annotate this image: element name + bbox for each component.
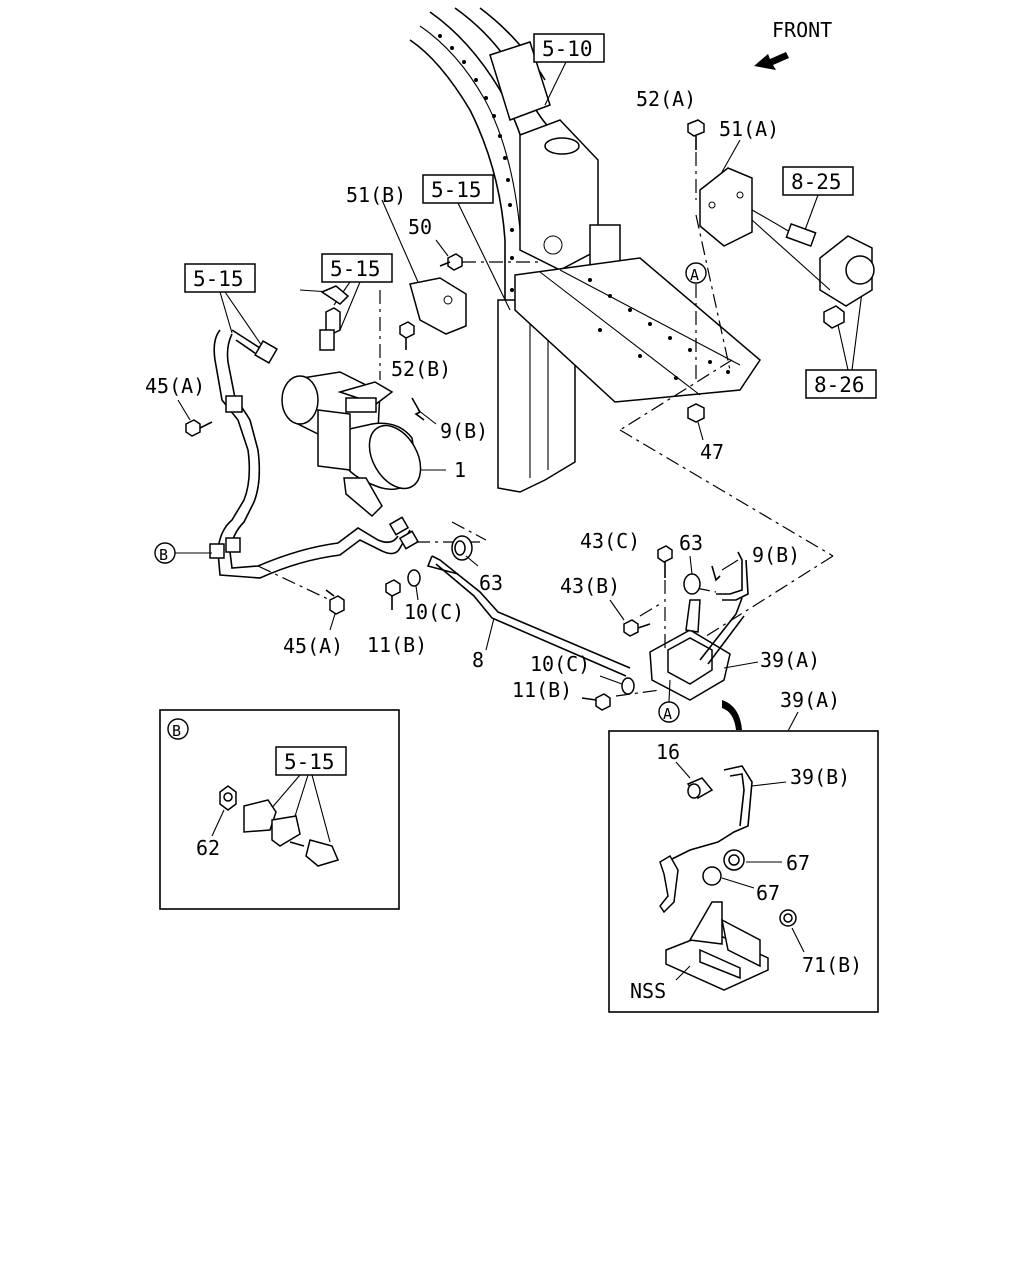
label-9b-top: 9(B) [440,419,488,443]
label-45a-bottom: 45(A) [283,634,343,658]
clip-9b-right [711,559,739,582]
label-67-upper: 67 [786,851,810,875]
label-10c-left: 10(C) [404,600,464,624]
marker-a-bottom: A [658,679,680,723]
label-11b-left: 11(B) [367,633,427,657]
ref-box-5-10[interactable]: 5-10 [533,33,605,106]
washer-10c-right [599,675,635,695]
nut-47 [687,403,705,441]
label-11b-right: 11(B) [512,678,572,702]
bolt-45a-top [177,399,213,437]
label-8: 8 [472,648,484,672]
ref-box-8-26[interactable]: 8-26 [805,291,877,399]
clip-9b-top [411,397,437,425]
ref-box-label: 8-26 [814,373,865,397]
bracket-39a [649,551,759,701]
label-62: 62 [196,836,220,860]
heater-unit-1 [281,371,446,518]
front-label: FRONT [772,18,832,42]
bolt-11b-left [385,579,401,610]
ref-box-8-25[interactable]: 8-25 [782,166,854,231]
label-50: 50 [408,215,432,239]
coolant-pipes [209,329,420,579]
detail-pointer-icon [722,700,742,730]
marker-label: A [690,266,699,284]
label-39a: 39(A) [760,648,820,672]
bolt-52a [687,119,731,371]
label-71b: 71(B) [802,953,862,977]
ref-box-5-15-left[interactable]: 5-15 [184,263,263,347]
bushing-63-right [683,555,701,595]
detail-box-b: B 5-15 [159,709,400,910]
switch-8-25 [751,209,875,329]
label-52a: 52(A) [636,87,696,111]
bolt-43c [657,545,673,650]
label-45a-top: 45(A) [145,374,205,398]
ref-box-label: 5-15 [284,750,335,774]
ref-box-label: 5-15 [193,267,244,291]
label-52b: 52(B) [391,357,451,381]
washer-10c-left [407,569,421,601]
label-43c: 43(C) [580,529,640,553]
label-63-left: 63 [479,571,503,595]
marker-label: B [159,546,168,564]
label-nss: NSS [630,979,666,1003]
detail-box-39a [608,711,879,1013]
tee-fitting [319,285,350,351]
rod-8 [426,555,631,677]
label-47: 47 [700,440,724,464]
ref-box-5-15-top[interactable]: 5-15 [422,174,511,311]
guide-lines [416,359,834,697]
label-67-lower: 67 [756,881,780,905]
ref-box-label: 5-15 [330,257,381,281]
bracket-51a [699,139,753,247]
label-43b: 43(B) [560,574,620,598]
ref-box-label: 8-25 [791,170,842,194]
bolt-11b-right [581,693,611,711]
bolt-45a-bottom [257,565,345,631]
part-labels: 52(A) 51(A) 51(B) 50 52(B) 45(A) 9(B) 1 … [145,87,862,1003]
cab-frame [409,7,761,493]
label-1: 1 [454,458,466,482]
ref-box-5-15-center[interactable]: 5-15 [299,253,393,331]
marker-label: A [663,705,672,723]
bracket-51b [381,199,467,335]
marker-label: B [172,722,181,740]
label-9b-right: 9(B) [752,543,800,567]
label-63-right: 63 [679,531,703,555]
ref-box-label: 5-15 [431,178,482,202]
label-51b: 51(B) [346,183,406,207]
label-39b: 39(B) [790,765,850,789]
bushing-63-left [451,535,479,567]
label-16: 16 [656,740,680,764]
label-10c-right: 10(C) [530,652,590,676]
label-51a: 51(A) [719,117,779,141]
front-arrow-icon [754,52,789,70]
label-39a-detail: 39(A) [780,688,840,712]
marker-a-top: A [685,262,707,380]
bolt-50 [435,239,540,271]
bolt-43b [609,599,651,637]
front-indicator: FRONT [754,18,832,70]
bolt-52b [379,290,415,380]
marker-b: B [154,542,212,564]
ref-box-label: 5-10 [542,37,593,61]
